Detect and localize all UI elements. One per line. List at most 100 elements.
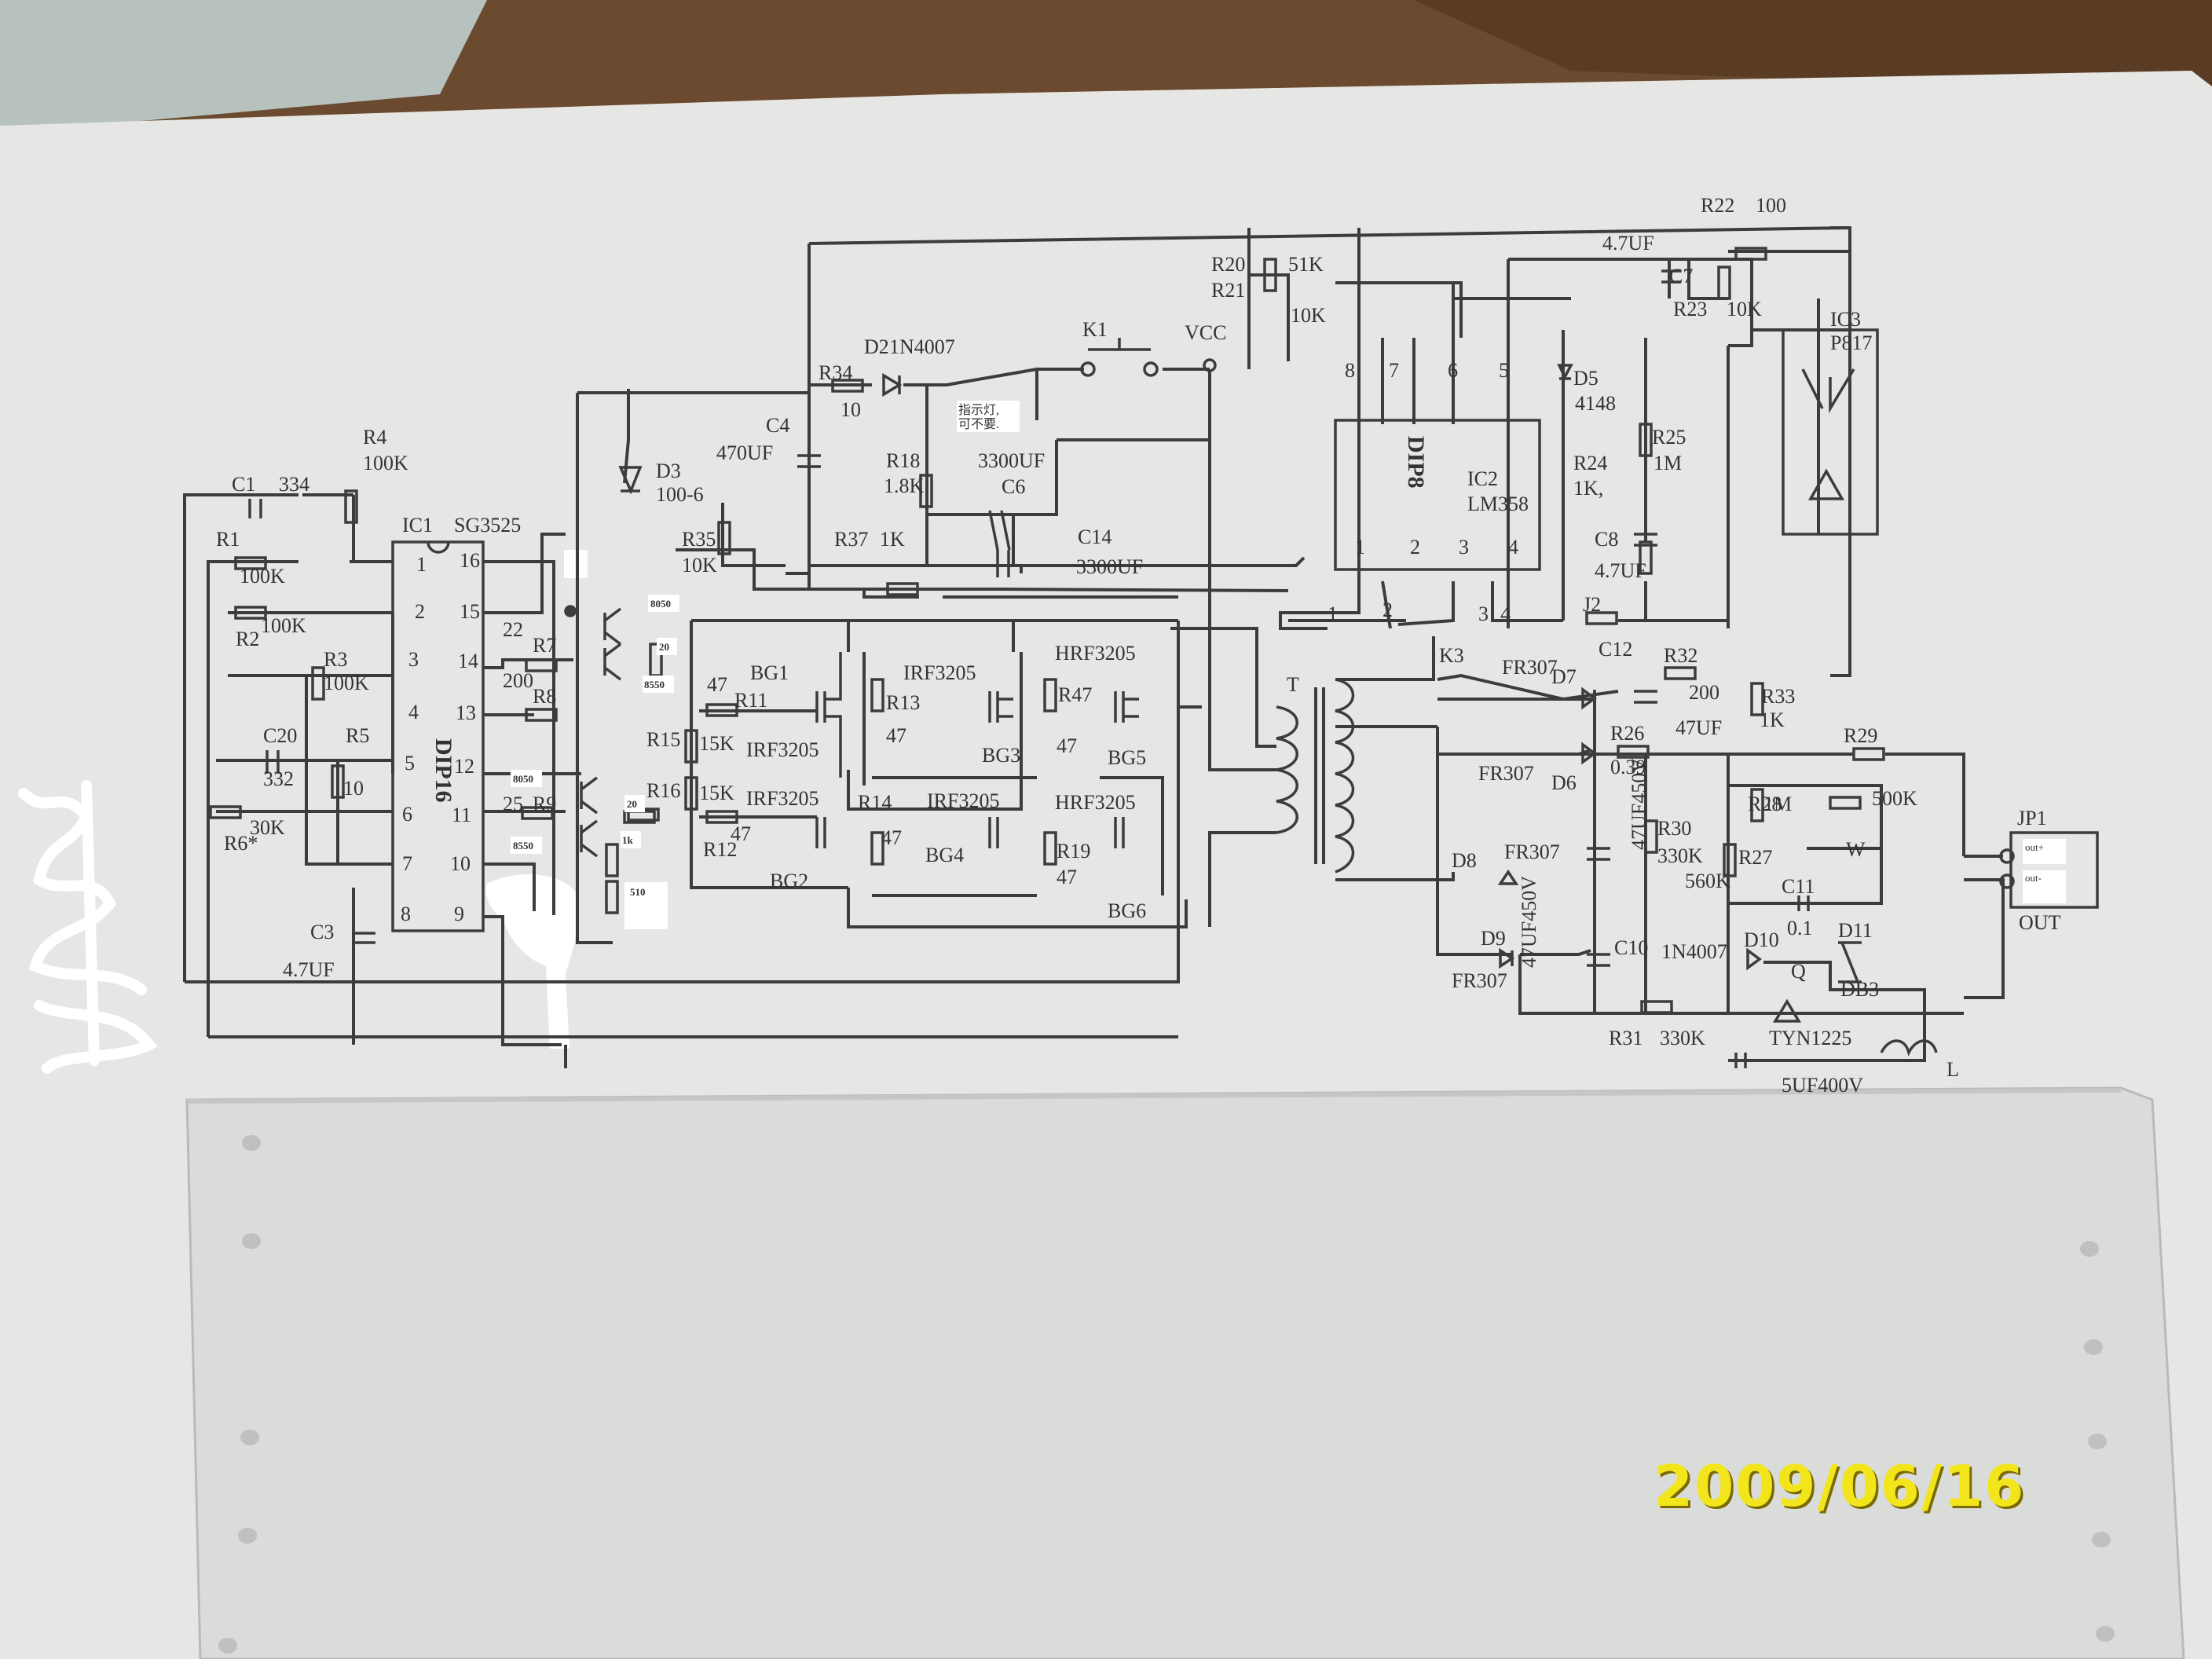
- label-c20: C20: [263, 724, 297, 747]
- ic2-lm358: [1334, 419, 1541, 571]
- label-r6: R6*: [224, 832, 258, 855]
- label-r7v: 22: [503, 618, 523, 641]
- ic2-pin-5: 5: [1499, 359, 1509, 382]
- label-r32: R32: [1664, 644, 1697, 667]
- label-c11v: 0.1: [1787, 917, 1813, 939]
- label-bg4: BG4: [925, 844, 964, 866]
- connector-jp1[interactable]: [1999, 831, 2099, 909]
- ic1-pin-9: 9: [454, 903, 464, 925]
- label-c9v: 47UF450V: [1628, 758, 1650, 850]
- note-20-a: 20: [659, 641, 669, 653]
- label-r13: R13: [886, 691, 920, 714]
- label-c13v: 5UF400V: [1782, 1074, 1863, 1097]
- note-1k: 1k: [622, 834, 634, 846]
- label-r31v: 330K: [1660, 1027, 1705, 1049]
- label-r25: R25: [1652, 426, 1686, 449]
- label-c1v: 334: [279, 473, 309, 496]
- label-r34v: 10: [840, 398, 861, 421]
- label-c8v: 4.7UF: [1595, 559, 1646, 582]
- ic1-pin-15: 15: [460, 600, 480, 623]
- label-r13v: 47: [886, 724, 906, 747]
- note-8550-a: 8550: [644, 679, 665, 690]
- jp1-out-label: OUT: [2019, 911, 2061, 934]
- note-8550-b: 8550: [513, 840, 533, 851]
- label-hrf1: HRF3205: [1055, 642, 1136, 665]
- label-r15: R15: [646, 728, 680, 751]
- label-r35: R35: [682, 528, 716, 551]
- vcc-node: [1203, 358, 1217, 372]
- label-r47v: 47: [1057, 734, 1077, 757]
- label-fr307b: FR307: [1478, 762, 1534, 785]
- ic1-pin-14: 14: [458, 650, 478, 672]
- ic2-pin-3: 3: [1459, 536, 1469, 558]
- label-r8v: 200: [503, 669, 533, 692]
- ic3-p817: [1782, 328, 1879, 536]
- label-r22v: 100: [1756, 194, 1786, 217]
- label-d7: D7: [1551, 665, 1577, 688]
- label-r30v: 330K: [1657, 844, 1703, 867]
- label-d3: D3: [656, 460, 681, 482]
- label-c3v: 4.7UF: [283, 958, 335, 981]
- jp1-pin-out-plus: out+: [2025, 841, 2044, 853]
- scribble-mark: [18, 780, 158, 1074]
- note-8050-b: 8050: [513, 773, 533, 785]
- switch-k1[interactable]: [1080, 338, 1159, 377]
- label-r37: R37: [834, 528, 868, 551]
- label-d10: D10: [1744, 928, 1779, 951]
- label-c8: C8: [1595, 528, 1618, 551]
- jp1-pin-out-minus: out-: [2025, 872, 2042, 884]
- label-fr307d: FR307: [1452, 969, 1507, 992]
- ic1-pin-3: 3: [408, 648, 419, 671]
- label-bg2: BG2: [770, 870, 808, 892]
- label-c4v: 470UF: [716, 441, 773, 464]
- jp1-name: JP1: [2017, 807, 2047, 830]
- label-c14: C14: [1078, 526, 1111, 548]
- label-r3: R3: [324, 648, 347, 671]
- label-r27: R27: [1738, 846, 1772, 869]
- keyboard-corner: [0, 0, 487, 134]
- label-r20: R20: [1211, 253, 1245, 276]
- ic1-pin-13: 13: [456, 701, 476, 724]
- label-bg1: BG1: [750, 661, 789, 684]
- driver-transistors: [564, 605, 622, 858]
- label-c6: C6: [1002, 475, 1025, 498]
- ic2-pin-1: 1: [1355, 536, 1365, 558]
- label-r24: R24: [1573, 452, 1607, 474]
- label-r14v: 47: [881, 826, 902, 849]
- label-tyn: TYN1225: [1769, 1027, 1851, 1049]
- ic2-pin-4-lead: 4: [1500, 602, 1511, 625]
- ic-names: IC1 SG3525 IC2 LM358 IC3 P817 T VCC JP1 …: [402, 308, 2061, 934]
- label-c7v: 4.7UF: [1602, 232, 1654, 255]
- label-r5v: 10: [343, 777, 364, 800]
- transformer-label: T: [1287, 673, 1299, 696]
- label-r8: R8: [533, 685, 556, 708]
- label-c11: C11: [1782, 875, 1815, 898]
- diode-symbols: [618, 364, 1938, 1057]
- label-r4v: 100K: [363, 452, 408, 474]
- label-r30: R30: [1657, 817, 1691, 840]
- label-r23v: 10K: [1727, 298, 1762, 320]
- label-r28: R28: [1748, 793, 1782, 815]
- transformer-t: [1276, 678, 1355, 873]
- label-d3v: 100-6: [656, 483, 704, 506]
- label-irf2: IRF3205: [746, 738, 819, 761]
- label-r16v: 15K: [699, 782, 734, 804]
- note-8050-a: 8050: [650, 598, 671, 610]
- ic2-package: DIP8: [1403, 436, 1429, 489]
- ic3-part: P817: [1830, 331, 1872, 354]
- label-r26v: 0.39: [1610, 756, 1646, 778]
- ic1-name: IC1: [402, 514, 433, 537]
- ic2-part: LM358: [1467, 493, 1529, 515]
- led-note-line1: 指示灯,: [958, 403, 999, 417]
- ic1-package: DIP16: [430, 738, 456, 803]
- label-d2: D2: [864, 335, 889, 358]
- label-r1v: 100K: [240, 565, 285, 588]
- label-d6: D6: [1551, 771, 1577, 794]
- date-stamp: 2009/06/16: [1654, 1453, 2026, 1519]
- label-irf1: IRF3205: [903, 661, 976, 684]
- label-r5: R5: [346, 724, 369, 747]
- label-r21: R21: [1211, 279, 1245, 302]
- label-bg5: BG5: [1108, 746, 1146, 769]
- label-r28v: 1M: [1763, 793, 1792, 815]
